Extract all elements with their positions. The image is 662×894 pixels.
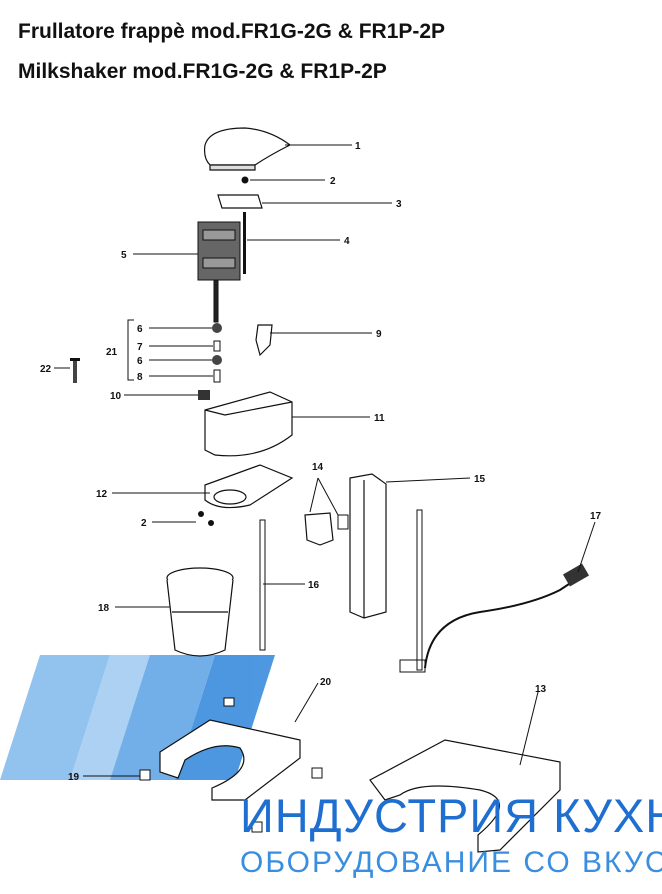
part-housing	[204, 391, 293, 457]
part-labels: 1 2 3 4 5 6 7 21 6 8 22 9 10 11 12 14 15…	[40, 141, 602, 783]
part-cup	[166, 567, 234, 657]
part-nut	[241, 176, 249, 184]
part-foot	[139, 769, 151, 781]
part-cover	[203, 127, 292, 171]
part-clip	[198, 390, 210, 400]
watermark-line-1: ИНДУСТРИЯ КУХН	[240, 789, 662, 842]
part-rod	[243, 212, 246, 274]
label-part-1: 1	[355, 141, 361, 152]
label-part-8: 8	[137, 372, 143, 383]
part-nut-lower-2	[208, 520, 214, 526]
label-part-4: 4	[344, 236, 350, 247]
label-part-18: 18	[98, 603, 110, 614]
watermark-line-2: ОБОРУДОВАНИЕ СО ВКУС	[240, 846, 662, 879]
part-bracket	[217, 194, 263, 209]
label-part-6b: 6	[137, 356, 143, 367]
part-power-cable	[424, 579, 576, 669]
page-title-english: Milkshaker mod.FR1G-2G & FR1P-2P	[18, 60, 387, 83]
part-spacer	[213, 340, 221, 352]
label-part-2: 2	[330, 176, 336, 187]
label-part-6: 6	[137, 324, 143, 335]
part-base-13	[369, 739, 561, 853]
label-part-2b: 2	[141, 518, 147, 529]
part-base-plate	[204, 464, 294, 509]
label-part-3: 3	[396, 199, 402, 210]
label-part-12: 12	[96, 489, 108, 500]
part-washer-2	[212, 355, 222, 365]
label-part-13: 13	[535, 684, 547, 695]
part-screw-22	[70, 358, 80, 383]
part-column	[349, 473, 387, 619]
page-title-italian: Frullatore frappè mod.FR1G-2G & FR1P-2P	[18, 20, 446, 43]
part-washer	[212, 323, 222, 333]
part-switch	[255, 324, 273, 357]
part-nut-lower	[198, 511, 204, 517]
label-part-16: 16	[308, 580, 320, 591]
label-part-19: 19	[68, 772, 80, 783]
part-plug	[562, 563, 590, 587]
part-clips	[304, 512, 334, 546]
label-part-7: 7	[137, 342, 143, 353]
label-part-5: 5	[121, 250, 127, 261]
label-part-15: 15	[474, 474, 486, 485]
part-rod-16	[259, 519, 266, 651]
label-part-22: 22	[40, 364, 52, 375]
label-part-11: 11	[374, 413, 385, 424]
label-part-17: 17	[590, 511, 602, 522]
watermark-logo	[0, 655, 275, 780]
part-motor	[197, 221, 241, 323]
label-part-9: 9	[376, 329, 382, 340]
part-screw	[213, 369, 221, 383]
label-part-14: 14	[312, 462, 324, 473]
label-part-21: 21	[106, 347, 118, 358]
part-base-20	[159, 719, 301, 801]
label-part-20: 20	[320, 677, 332, 688]
label-part-10: 10	[110, 391, 122, 402]
